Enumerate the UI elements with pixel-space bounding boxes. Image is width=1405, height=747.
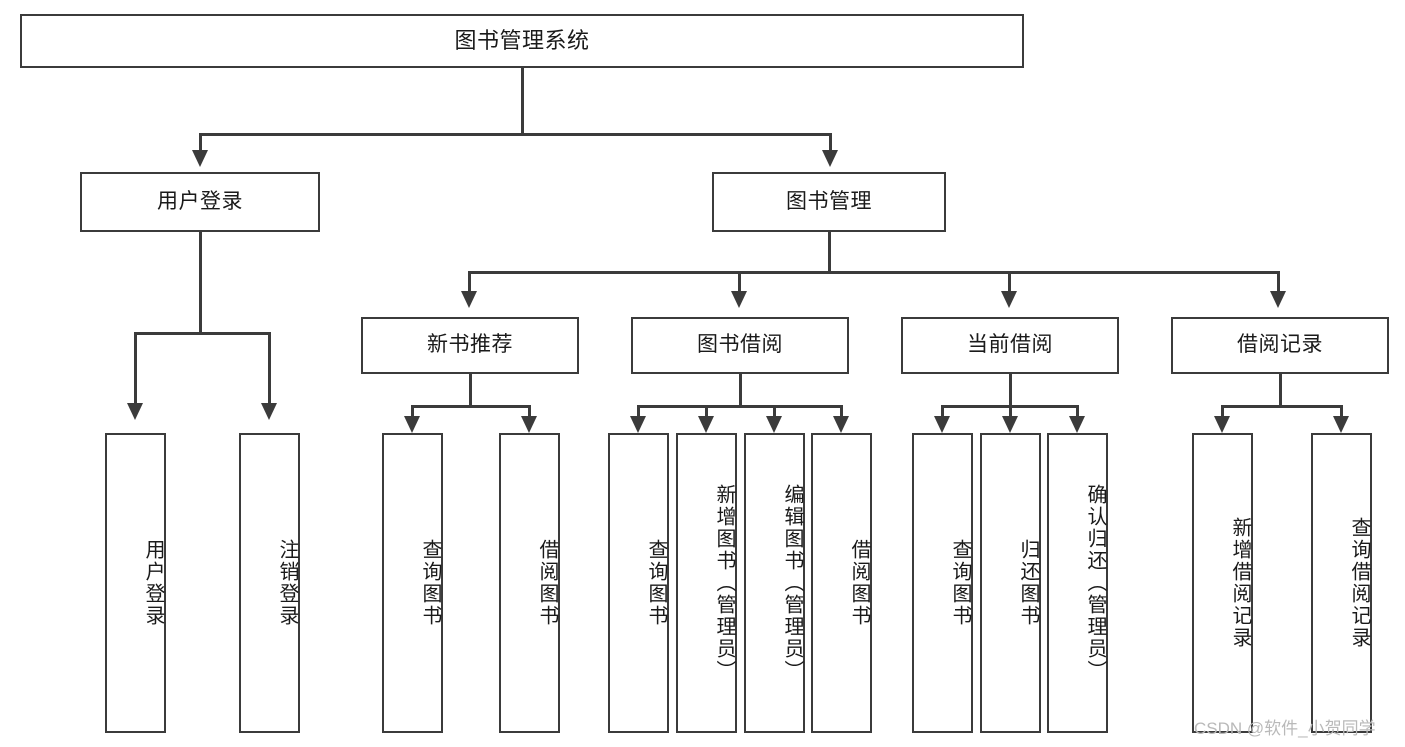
connector-user-login-drop-0 [134, 332, 137, 405]
node-label: 归还图书 [1017, 539, 1039, 627]
connector-current-borrow-stem [1009, 374, 1012, 407]
connector-bb-drop-3 [840, 405, 843, 418]
node-label: 借阅图书 [848, 539, 870, 627]
connector-book-manage-drop-3 [1277, 271, 1280, 293]
node-root-system[interactable]: 图书管理系统 [20, 14, 1024, 68]
leaf-user-login[interactable]: 用户登录 [105, 433, 166, 733]
connector-br-drop-1 [1340, 405, 1343, 418]
leaf-nb-query-book[interactable]: 查询图书 [382, 433, 443, 733]
connector-root-drop-left [199, 133, 202, 152]
arrow-to-book-borrow [731, 291, 747, 308]
node-label: 借阅记录 [1237, 333, 1323, 357]
connector-root-bus [199, 133, 832, 136]
arrow-to-user-login [192, 150, 208, 167]
node-label: 新书推荐 [427, 333, 513, 357]
connector-book-manage-drop-0 [468, 271, 471, 293]
connector-book-manage-bus [468, 271, 1280, 274]
connector-borrow-record-stem [1279, 374, 1282, 407]
arrow-to-current-borrow [1001, 291, 1017, 308]
connector-user-login-stem [199, 232, 202, 334]
watermark-csdn: CSDN @软件_小贺同学 [1194, 719, 1376, 738]
connector-root-drop-right [829, 133, 832, 152]
arrow-to-leaf-bb-edit [766, 416, 782, 433]
node-borrow-record[interactable]: 借阅记录 [1171, 317, 1389, 374]
arrow-to-leaf-nb-borrow [521, 416, 537, 433]
connector-new-book-drop-0 [411, 405, 414, 418]
arrow-to-leaf-cb-confirm [1069, 416, 1085, 433]
leaf-logout[interactable]: 注销登录 [239, 433, 300, 733]
node-label: 图书借阅 [697, 333, 783, 357]
connector-new-book-stem [469, 374, 472, 407]
arrow-to-borrow-record [1270, 291, 1286, 308]
node-label: 用户登录 [157, 189, 243, 213]
node-label: 编辑图书（管理员） [781, 484, 803, 682]
node-current-borrow[interactable]: 当前借阅 [901, 317, 1119, 374]
node-label: 查询图书 [949, 539, 971, 627]
leaf-nb-borrow-book[interactable]: 借阅图书 [499, 433, 560, 733]
connector-user-login-drop-1 [268, 332, 271, 405]
node-new-book-recommend[interactable]: 新书推荐 [361, 317, 579, 374]
node-label: 查询图书 [419, 539, 441, 627]
node-label: 新增图书（管理员） [713, 484, 735, 682]
connector-bb-drop-0 [637, 405, 640, 418]
arrow-to-leaf-bb-borrow [833, 416, 849, 433]
leaf-br-add-record[interactable]: 新增借阅记录 [1192, 433, 1253, 733]
connector-cb-drop-1 [1009, 405, 1012, 418]
node-label: 借阅图书 [536, 539, 558, 627]
connector-book-borrow-bus [637, 405, 842, 408]
arrow-to-leaf-bb-query [630, 416, 646, 433]
node-label: 查询图书 [645, 539, 667, 627]
arrow-to-leaf-cb-return [1002, 416, 1018, 433]
connector-br-drop-0 [1221, 405, 1224, 418]
node-label: 新增借阅记录 [1229, 517, 1251, 649]
connector-bb-drop-1 [705, 405, 708, 418]
node-label: 图书管理 [786, 189, 872, 213]
leaf-cb-return-book[interactable]: 归还图书 [980, 433, 1041, 733]
arrow-to-book-manage [822, 150, 838, 167]
connector-book-manage-stem [828, 232, 831, 273]
connector-new-book-bus [411, 405, 531, 408]
node-label: 图书管理系统 [454, 28, 590, 54]
leaf-bb-edit-book[interactable]: 编辑图书（管理员） [744, 433, 805, 733]
arrow-to-new-book [461, 291, 477, 308]
connector-book-manage-drop-1 [738, 271, 741, 293]
connector-cb-drop-2 [1076, 405, 1079, 418]
leaf-bb-query-book[interactable]: 查询图书 [608, 433, 669, 733]
connector-root-stem [521, 68, 524, 135]
connector-book-borrow-stem [739, 374, 742, 407]
arrow-to-leaf-nb-query [404, 416, 420, 433]
arrow-to-leaf-bb-add [698, 416, 714, 433]
node-label: 确认归还（管理员） [1084, 484, 1106, 682]
leaf-bb-borrow-book[interactable]: 借阅图书 [811, 433, 872, 733]
arrow-to-leaf-br-query [1333, 416, 1349, 433]
leaf-br-query-record[interactable]: 查询借阅记录 [1311, 433, 1372, 733]
node-label: 注销登录 [276, 539, 298, 627]
leaf-cb-query-book[interactable]: 查询图书 [912, 433, 973, 733]
node-book-borrow[interactable]: 图书借阅 [631, 317, 849, 374]
leaf-cb-confirm-return[interactable]: 确认归还（管理员） [1047, 433, 1108, 733]
connector-new-book-drop-1 [528, 405, 531, 418]
connector-book-manage-drop-2 [1008, 271, 1011, 293]
node-label: 查询借阅记录 [1348, 517, 1370, 649]
arrow-to-leaf-cb-query [934, 416, 950, 433]
leaf-bb-add-book[interactable]: 新增图书（管理员） [676, 433, 737, 733]
node-label: 当前借阅 [967, 333, 1053, 357]
arrow-to-leaf-user-login [127, 403, 143, 420]
node-book-manage[interactable]: 图书管理 [712, 172, 946, 232]
connector-bb-drop-2 [773, 405, 776, 418]
node-label: 用户登录 [142, 539, 164, 627]
connector-user-login-bus [134, 332, 271, 335]
arrow-to-leaf-br-add [1214, 416, 1230, 433]
arrow-to-leaf-logout [261, 403, 277, 420]
connector-borrow-record-bus [1221, 405, 1343, 408]
connector-cb-drop-0 [941, 405, 944, 418]
node-user-login[interactable]: 用户登录 [80, 172, 320, 232]
